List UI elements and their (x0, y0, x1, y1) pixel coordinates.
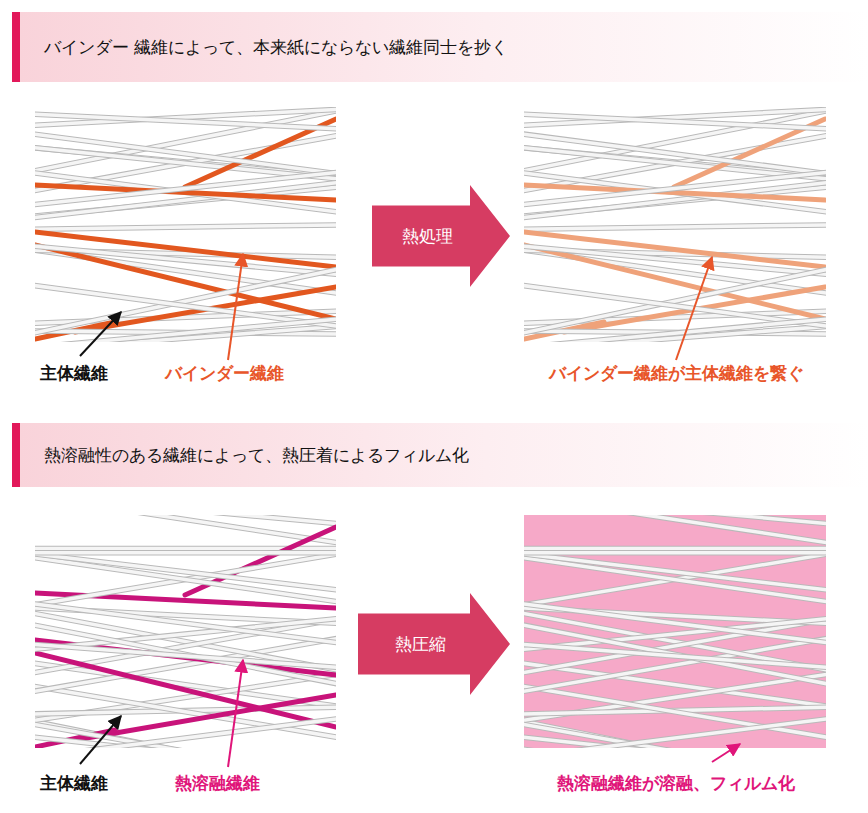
fiber (35, 553, 336, 607)
fiber (35, 553, 336, 591)
fiber (35, 603, 336, 644)
fiber (524, 114, 826, 129)
fiber (524, 172, 826, 213)
fiber (524, 603, 826, 644)
fiber (524, 225, 826, 230)
section-heading: 熱溶融性のある繊維によって、熱圧着によるフィルム化 (20, 444, 469, 467)
process-arrow: 熱処理 (372, 185, 510, 287)
fiber (524, 644, 826, 668)
fiber (524, 556, 826, 603)
fiber (524, 245, 826, 275)
fiber (524, 171, 826, 205)
callout-label: 主体繊維 (40, 362, 108, 385)
process-arrow: 熱圧縮 (358, 593, 510, 695)
arrow-label: 熱圧縮 (395, 633, 446, 656)
section-band: 熱溶融性のある繊維によって、熱圧着によるフィルム化 (12, 423, 868, 487)
fiber (35, 556, 336, 603)
leader-lines (80, 254, 740, 767)
fiber (524, 245, 826, 275)
fiber (524, 172, 826, 213)
fiber (35, 133, 336, 175)
fiber (35, 133, 336, 175)
callout-label: 熱溶融繊維 (175, 772, 260, 795)
callout-label: バインダー繊維が主体繊維を繋ぐ (549, 362, 804, 385)
fiber (35, 515, 336, 544)
fiber (35, 553, 336, 591)
fiber (35, 644, 336, 668)
fiber (524, 318, 826, 342)
fiber (524, 623, 826, 685)
fiber (35, 603, 336, 644)
fiber (524, 603, 826, 644)
fiber (524, 618, 826, 675)
fiber (524, 171, 826, 205)
section-heading: バインダー 繊維によって、本来紙にならない繊維同士を抄く (20, 36, 508, 59)
fiber (524, 133, 826, 175)
fiber (35, 748, 336, 749)
fiber (35, 171, 336, 205)
fiber (524, 748, 826, 749)
fiber (524, 618, 826, 675)
callout-label: 熱溶融繊維が溶融、フィルム化 (557, 772, 795, 795)
fiber (524, 515, 826, 544)
fiber (524, 556, 826, 603)
fiber (35, 172, 336, 213)
fiber (35, 718, 336, 748)
fiber (524, 553, 826, 607)
fiber (524, 551, 826, 555)
fiber (524, 718, 826, 748)
fiber (35, 171, 336, 205)
fiber (35, 748, 336, 749)
fiber (524, 515, 826, 544)
fiber (35, 245, 336, 275)
fiber (524, 318, 826, 342)
fiber (35, 225, 336, 230)
fiber (524, 225, 826, 230)
fiber (35, 114, 336, 129)
fiber (35, 556, 336, 603)
fiber (35, 225, 336, 230)
fiber (524, 547, 826, 551)
fiber (524, 553, 826, 607)
fiber (35, 551, 336, 555)
fiber (524, 748, 826, 749)
fiber (35, 318, 336, 342)
fiber (524, 718, 826, 748)
fiber (35, 245, 336, 275)
fiber (35, 623, 336, 685)
fiber (35, 550, 336, 556)
fiber (524, 553, 826, 591)
arrow-label: 熱処理 (402, 225, 453, 248)
fiber (524, 623, 826, 685)
fiber (524, 114, 826, 129)
fiber (35, 515, 336, 544)
section-band: バインダー 繊維によって、本来紙にならない繊維同士を抄く (12, 12, 868, 82)
fiber (524, 644, 826, 668)
fiber (35, 553, 336, 607)
fiber (524, 550, 826, 556)
callout-label: 主体繊維 (40, 772, 108, 795)
fiber (35, 114, 336, 129)
fiber (35, 318, 336, 342)
fiber (35, 644, 336, 668)
fiber (35, 623, 336, 685)
fiber (35, 172, 336, 213)
fiber (35, 718, 336, 748)
fiber (524, 553, 826, 591)
callout-label: バインダー繊維 (165, 362, 284, 385)
fiber (524, 133, 826, 175)
